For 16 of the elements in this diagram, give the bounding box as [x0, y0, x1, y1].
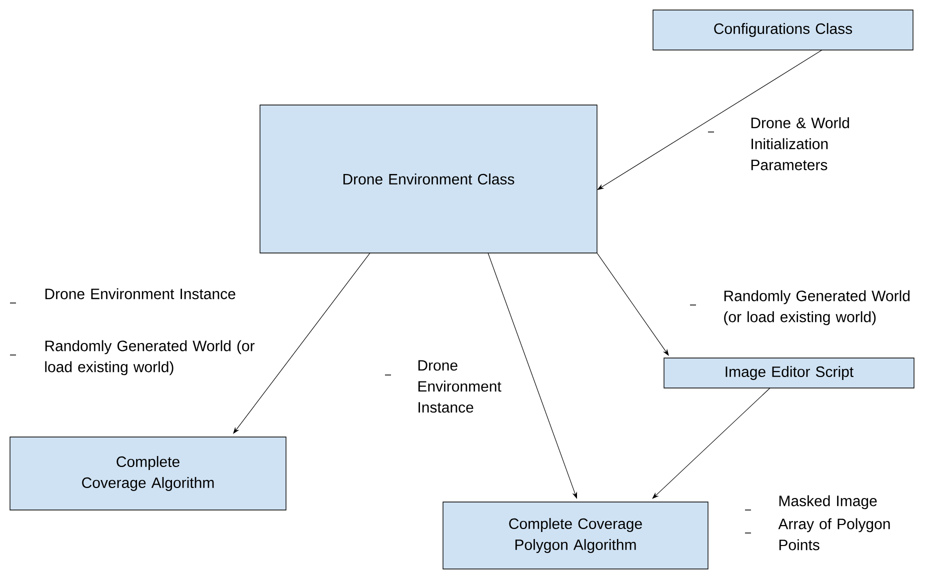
bullet-text: Masked Image [779, 495, 877, 510]
bullet-text: Randomly Generated World (or load existing world) [45, 340, 255, 376]
arrow [233, 252, 370, 434]
arrow [597, 50, 822, 190]
bullet-text: Randomly Generated World (or load existing world) [724, 290, 910, 326]
class-box: Configurations Class [652, 10, 914, 50]
bullet-text: Array of Polygon Points [778, 518, 890, 550]
bullet-text: Drone Environment Instance [418, 360, 502, 413]
class-box: Drone Environment Class [260, 104, 598, 254]
arrow [652, 388, 770, 499]
bullet-text: Drone Environment Instance [45, 288, 236, 300]
class-box: Complete Coverage Algorithm [10, 436, 286, 510]
arrow [596, 252, 669, 356]
bullet-text: Drone & World Initialization Parameters [751, 117, 849, 170]
class-box: Image Editor Script [664, 358, 914, 388]
class-box: Complete Coverage Polygon Algorithm [442, 502, 708, 570]
